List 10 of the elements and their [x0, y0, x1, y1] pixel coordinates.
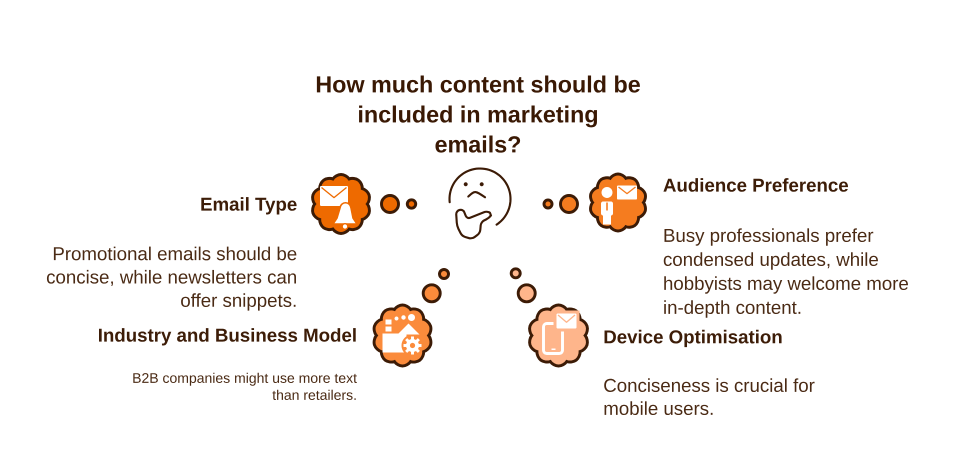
description: Busy professionals prefer condensed updates, while hobbyists may welcome more in-depth content. — [664, 228, 908, 318]
title: How much content should be included in marketing emails? — [316, 76, 640, 153]
heading: Device Optimisation — [604, 330, 782, 348]
description: B2B companies might use more text than retailers. — [133, 372, 357, 400]
heading: Audience Preference — [663, 178, 848, 192]
thinking-face — [448, 167, 512, 240]
heading: Email Type — [201, 197, 297, 214]
heading: Industry and Business Model — [99, 328, 356, 346]
description: Promotional emails should be concise, while newsletters can offer snippets. — [46, 246, 296, 311]
description: Conciseness is crucial for mobile users. — [604, 378, 815, 416]
